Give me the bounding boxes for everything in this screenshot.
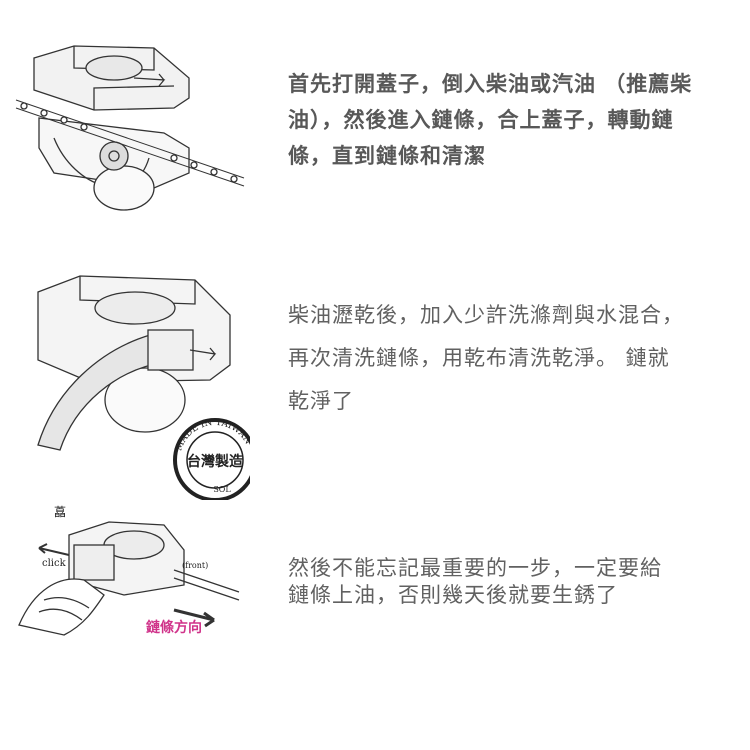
step-3-line-2: 鏈條上油，否則幾天後就要生銹了: [288, 583, 618, 607]
step-1-line-3: 條，直到鏈條和清潔: [288, 144, 486, 168]
step-1-line-2: 油），然後進入鏈條，合上蓋子，轉動鏈: [288, 108, 674, 132]
seal-center-text: 台灣製造: [187, 453, 243, 470]
step-2-line-2: 再次清洗鏈條，用乾布清洗乾淨。 鏈就: [288, 346, 670, 370]
chain-cleaner-closed-illustration: MADE IN TAIWAN 台灣製造 SOL: [30, 270, 250, 500]
front-label: (front): [182, 561, 208, 570]
step-2-line-3: 乾淨了: [288, 389, 354, 413]
chain-cleaner-in-use-illustration: 藠 click (front) 鏈條方向: [14, 500, 254, 645]
chain-cleaner-open-illustration: [14, 38, 254, 218]
step-3-text: 然後不能忘記最重要的一步，一定要給 鏈條上油，否則幾天後就要生銹了: [288, 555, 728, 609]
step-2-text: 柴油瀝乾後，加入少許洗滌劑與水混合， 再次清洗鏈條，用乾布清洗乾淨。 鏈就 乾淨…: [288, 294, 728, 423]
made-in-taiwan-seal: MADE IN TAIWAN 台灣製造 SOL: [173, 418, 250, 500]
step-2-line-1: 柴油瀝乾後，加入少許洗滌劑與水混合，: [288, 303, 684, 327]
click-label: click: [42, 558, 67, 569]
chain-direction-label: 鏈條方向: [146, 619, 202, 636]
step-1-line-1: 首先打開蓋子，倒入柴油或汽油 （推薦柴: [288, 72, 693, 96]
step-3-line-1: 然後不能忘記最重要的一步，一定要給: [288, 556, 662, 580]
step-1-text: 首先打開蓋子，倒入柴油或汽油 （推薦柴 油），然後進入鏈條，合上蓋子，轉動鏈 條…: [288, 66, 728, 174]
top-char-label: 藠: [54, 505, 66, 519]
seal-bottom-text: SOL: [213, 485, 231, 494]
